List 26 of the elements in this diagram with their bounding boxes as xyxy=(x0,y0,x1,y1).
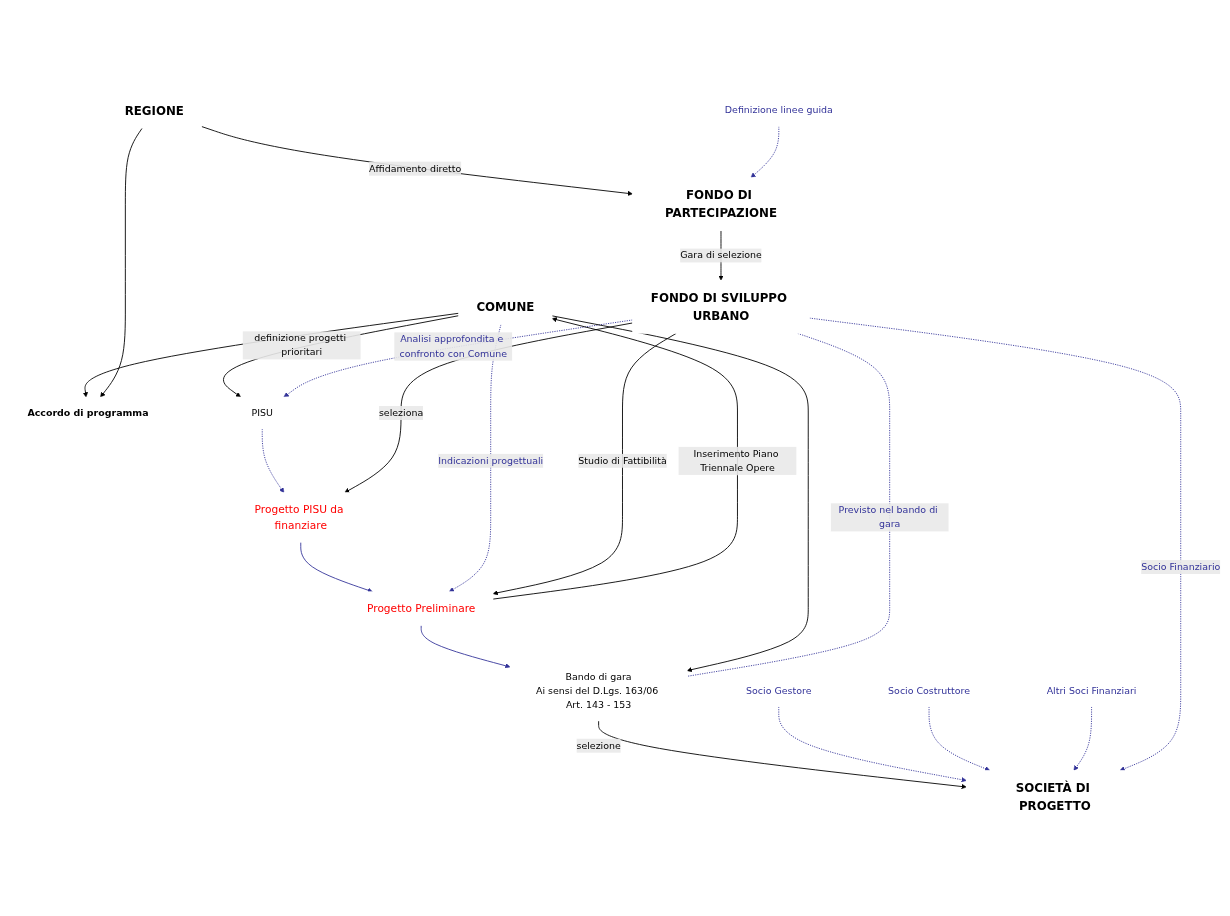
node-text: PISU xyxy=(251,406,273,419)
edge-label: Analisi approfondita e confronto con Comune xyxy=(399,333,507,359)
node-text: SOCIETÀ DI PROGETTO xyxy=(1015,780,1091,813)
edge-label: Affidamento diretto xyxy=(369,162,462,174)
edge-label: Gara di selezione xyxy=(680,249,762,261)
node-text: FONDO DI SVILUPPO URBANO xyxy=(650,290,788,323)
edge-label: Studio di Fattibilità xyxy=(578,454,667,466)
edge-label: Previsto nel bando di gara xyxy=(838,504,938,530)
node-text: Progetto PISU da finanziare xyxy=(254,503,344,532)
edge-label: seleziona xyxy=(378,406,424,419)
node-text: Accordo di programma xyxy=(27,406,149,419)
edge-label: Inserimento Piano Triennale Opere xyxy=(693,447,779,474)
node-text: Socio Gestore xyxy=(746,684,812,696)
node-text: FONDO DI PARTECIPAZIONE xyxy=(664,188,777,220)
node-text: Definizione linee guida xyxy=(724,104,833,116)
node-text: COMUNE xyxy=(476,299,535,314)
node-text: Progetto Preliminare xyxy=(367,602,476,615)
node-text: Bando di gara Ai sensi del D.Lgs. 163/06 Art. 143 - 153 xyxy=(535,670,659,711)
node-text: REGIONE xyxy=(124,103,184,118)
edge-label: Indicazioni progettuali xyxy=(438,454,544,466)
edge-label: definizione progetti prioritari xyxy=(254,332,347,358)
node-text: Socio Costruttore xyxy=(888,684,970,696)
node-text: Altri Soci Finanziari xyxy=(1046,684,1137,696)
edge-label: selezione xyxy=(576,739,621,751)
connector xyxy=(686,332,891,677)
edge-label: Socio Finanziario xyxy=(1141,560,1221,573)
